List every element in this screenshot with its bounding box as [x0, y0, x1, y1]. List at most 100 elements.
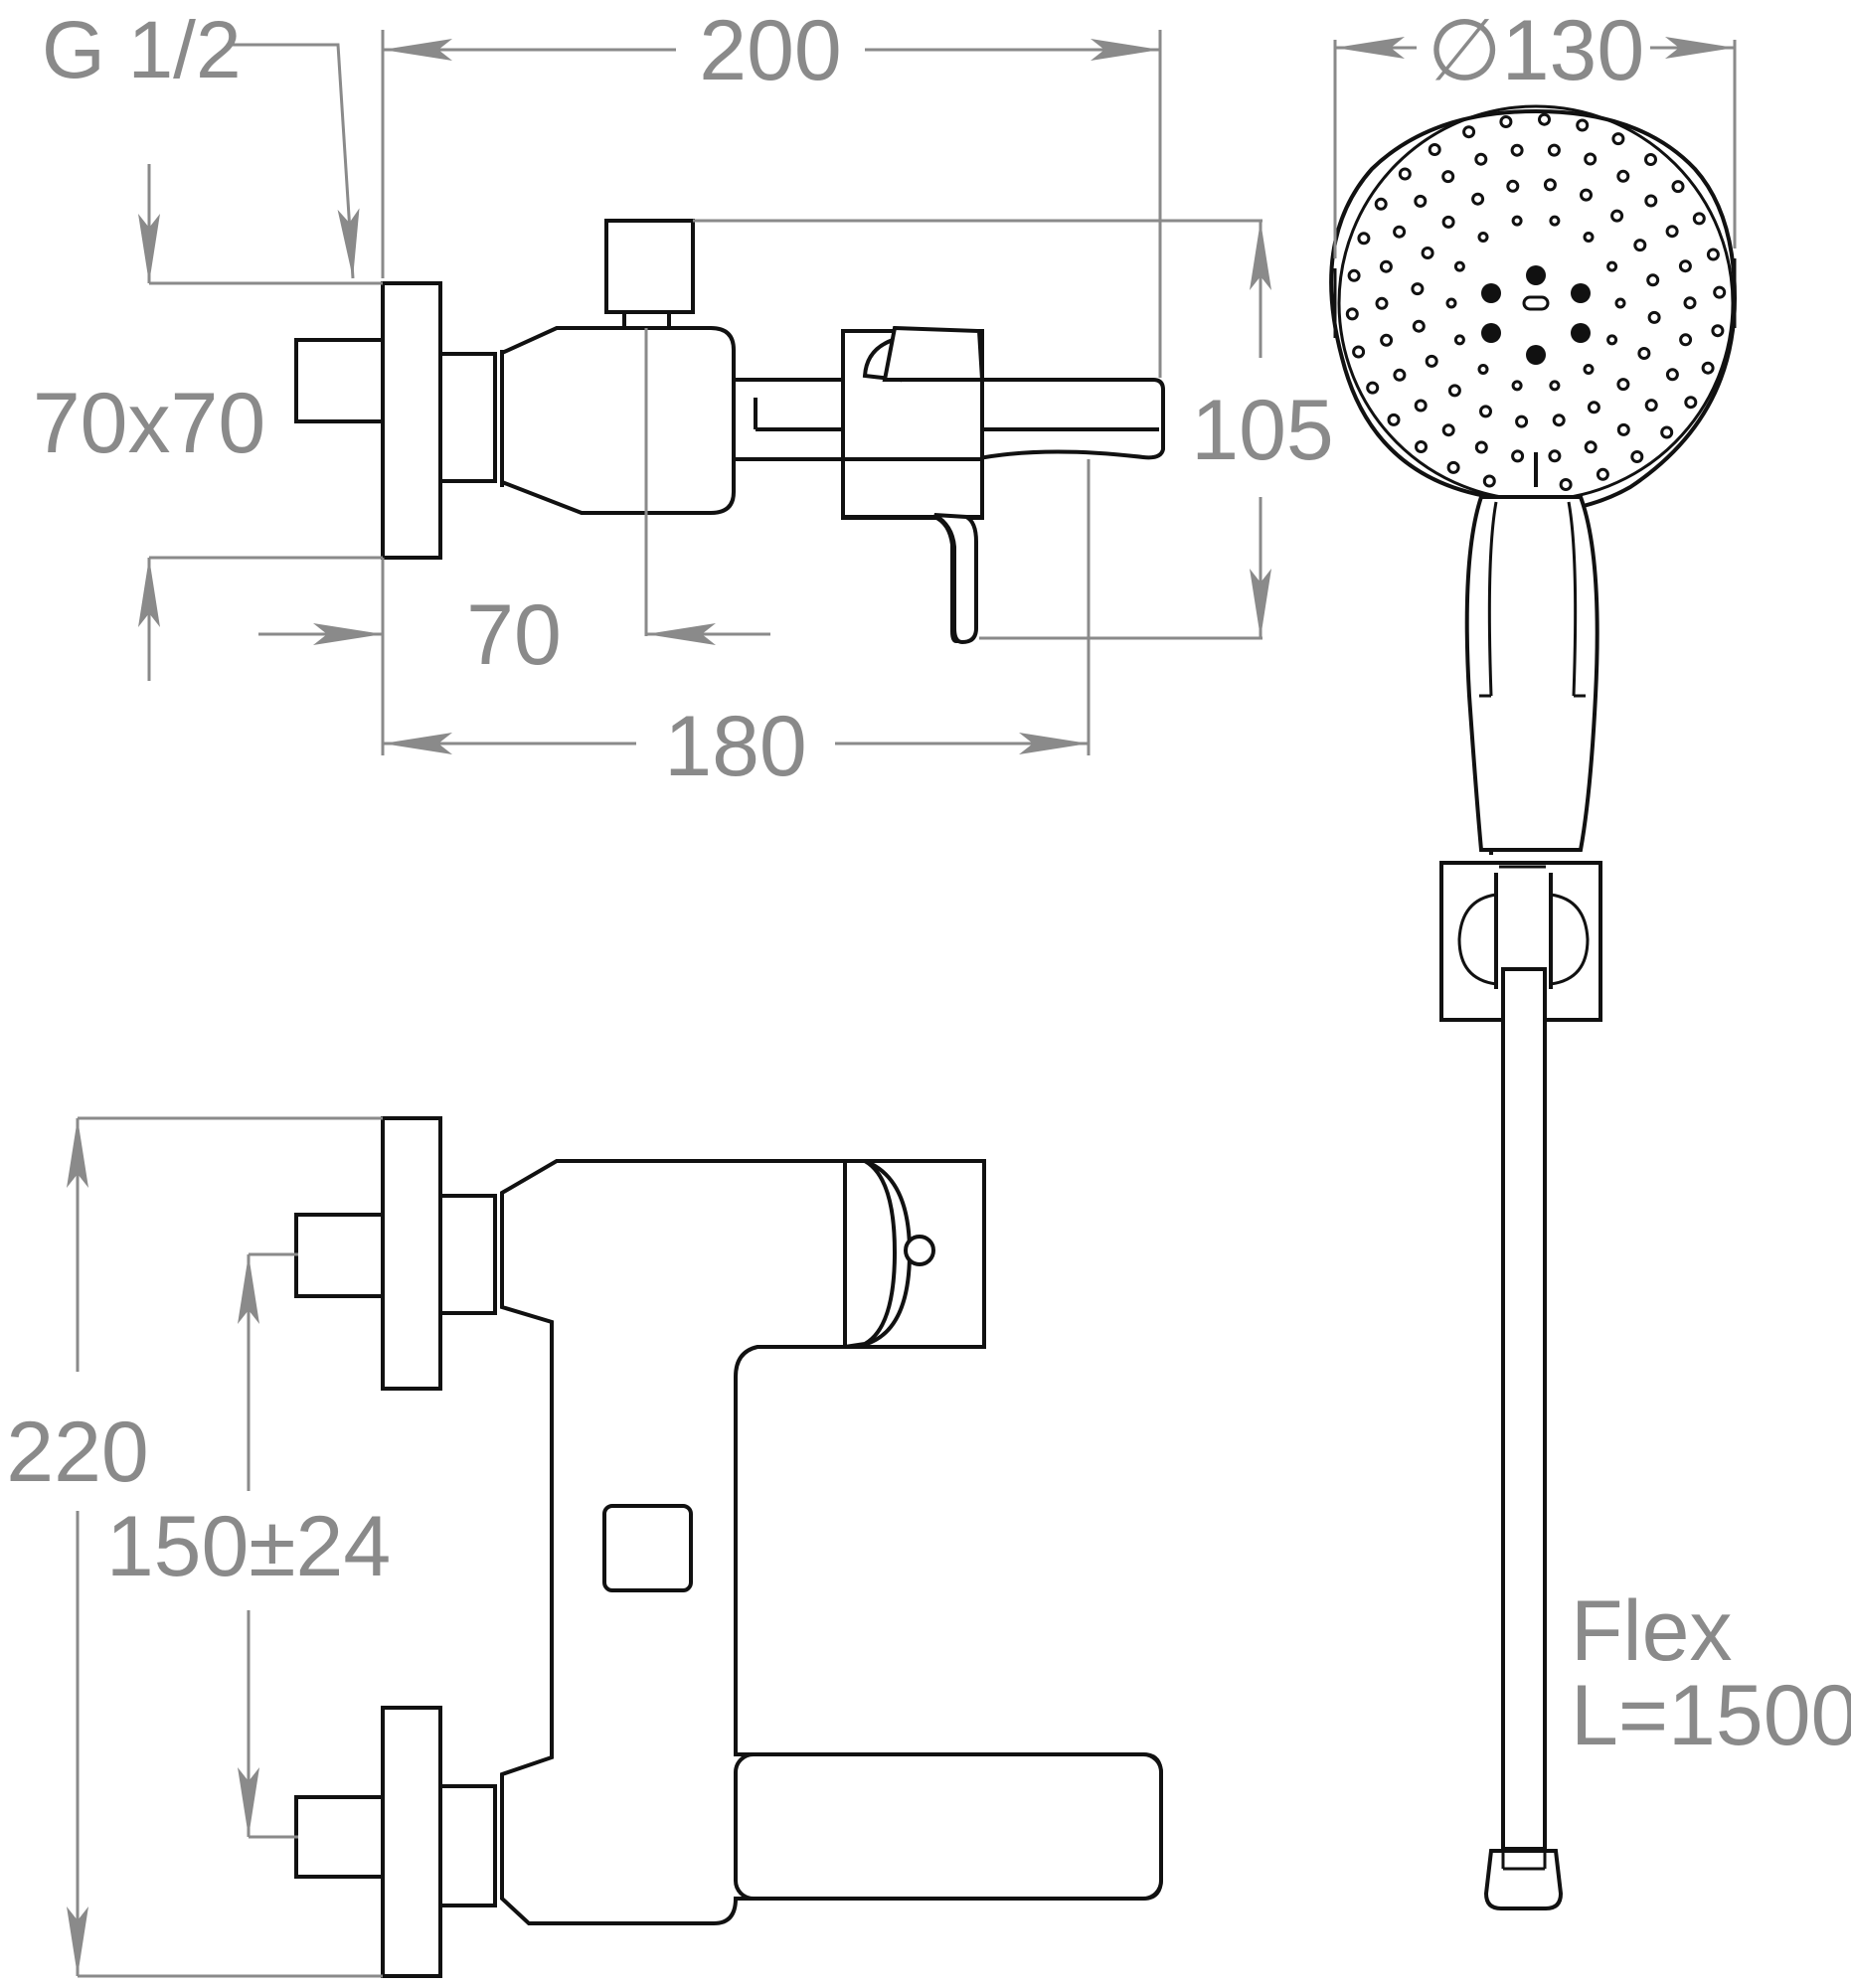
lower-wall-connector — [294, 1795, 388, 1879]
shower-nozzles — [1345, 112, 1727, 491]
spray-nozzle-small — [1471, 192, 1485, 206]
head-diameter-label: ∅130 — [1428, 3, 1644, 98]
shower-head — [1329, 108, 1738, 514]
spray-nozzle-small — [1580, 188, 1593, 202]
spray-nozzle-small — [1510, 143, 1524, 157]
body-cap — [602, 1504, 693, 1592]
spray-nozzle-small — [1425, 354, 1438, 368]
width-200-label: 200 — [699, 3, 842, 98]
spray-nozzle-small — [1453, 260, 1465, 272]
spray-nozzle-small — [1511, 449, 1525, 463]
spray-nozzle-small — [1411, 282, 1425, 296]
spray-nozzle-small — [1701, 361, 1715, 375]
spray-nozzle-small — [1446, 460, 1460, 474]
spray-nozzle-small — [1559, 478, 1573, 491]
spray-nozzle-small — [1616, 378, 1630, 392]
spray-nozzle-small — [1441, 423, 1455, 437]
spray-nozzle-small — [1412, 319, 1426, 333]
spray-nozzle-small — [1647, 310, 1661, 324]
spray-nozzle-small — [1511, 215, 1523, 227]
spray-nozzle-small — [1671, 180, 1685, 194]
spray-nozzle-small — [1678, 259, 1692, 273]
spray-nozzle-small — [1506, 179, 1520, 193]
spray-nozzle-small — [1660, 425, 1674, 439]
spray-nozzle-small — [1447, 384, 1461, 398]
spray-nozzle-small — [1713, 285, 1727, 299]
spray-nozzle-small — [1576, 118, 1590, 132]
spray-nozzle-small — [1606, 260, 1618, 272]
spray-nozzle-small — [1511, 380, 1523, 392]
spray-nozzle-small — [1414, 399, 1428, 413]
spray-nozzle-small — [1477, 232, 1489, 243]
spray-nozzle-small — [1474, 440, 1488, 454]
spray-nozzle-large — [1526, 265, 1546, 285]
spray-nozzle-small — [1345, 307, 1359, 321]
flange-plate — [381, 281, 442, 560]
spray-nozzle-small — [1644, 194, 1658, 208]
spray-nozzle-small — [1357, 232, 1371, 246]
side-view-dimensions: G 1/2 200 70x70 70 180 105 — [33, 3, 1334, 794]
spray-nozzle-small — [1352, 345, 1366, 359]
spray-nozzle-small — [1583, 232, 1595, 243]
spray-nozzle-small — [1637, 347, 1651, 360]
depth-70-label: 70 — [466, 587, 562, 683]
front-spout — [734, 1752, 1163, 1901]
spray-nozzle-small — [1665, 225, 1679, 239]
eccentric-nut — [438, 352, 497, 483]
spray-nozzle-small — [1614, 297, 1626, 309]
lower-flange — [381, 1706, 442, 1978]
upper-flange — [381, 1116, 442, 1391]
spray-nozzle-small — [1633, 239, 1647, 252]
lever-front — [843, 1159, 986, 1349]
spray-nozzle-small — [1644, 153, 1657, 166]
spray-nozzle-small — [1679, 333, 1693, 347]
hand-shower — [1329, 104, 1738, 1910]
upper-wall-connector — [294, 1213, 388, 1298]
hose-length-label: L=1500 — [1571, 1668, 1851, 1763]
spray-nozzle-small — [1393, 225, 1407, 239]
hand-shower-dimensions: ∅130 Flex L=1500 — [1333, 3, 1851, 1763]
spray-nozzle-small — [1584, 440, 1598, 454]
spray-nozzle-small — [1415, 440, 1428, 453]
spray-nozzle-small — [1479, 405, 1492, 418]
thread-size-label: G 1/2 — [42, 5, 242, 95]
spray-nozzle-small — [1543, 178, 1557, 192]
spray-nozzle-small — [1414, 194, 1428, 208]
centers-label: 150±24 — [106, 1499, 391, 1594]
spray-nozzle-small — [1587, 401, 1600, 414]
spray-nozzle-small — [1441, 170, 1455, 184]
spray-nozzle-small — [1445, 297, 1457, 309]
spray-nozzle-small — [1665, 368, 1679, 382]
spray-nozzle-small — [1644, 399, 1658, 413]
spray-nozzle-small — [1499, 115, 1513, 128]
spray-nozzle-small — [1347, 268, 1361, 282]
spray-nozzle-small — [1547, 143, 1561, 157]
spray-nozzle-small — [1616, 169, 1630, 183]
spray-nozzle-small — [1374, 197, 1388, 211]
spray-nozzle-small — [1646, 273, 1660, 287]
spray-nozzle-small — [1683, 296, 1697, 310]
front-view — [294, 1116, 1163, 1978]
spray-nozzle-small — [1548, 449, 1562, 463]
spray-nozzle-small — [1453, 334, 1465, 346]
spray-nozzle-small — [1421, 247, 1434, 259]
shower-handle — [1464, 495, 1599, 852]
spray-nozzle-small — [1398, 167, 1412, 181]
spray-nozzle-small — [1549, 380, 1561, 392]
spray-nozzle-large — [1481, 283, 1501, 303]
flex-hose — [1501, 967, 1547, 1851]
front-view-dimensions: 220 150±24 — [6, 1116, 391, 1978]
spray-nozzle-small — [1611, 132, 1625, 146]
wall-connector — [294, 338, 388, 423]
spray-nozzle-small — [1610, 209, 1624, 223]
hose-type-label: Flex — [1571, 1583, 1732, 1679]
spray-nozzle-small — [1711, 324, 1725, 338]
spray-nozzle-small — [1393, 368, 1407, 382]
spray-nozzle-small — [1387, 413, 1401, 426]
spray-nozzle-small — [1482, 474, 1496, 488]
indicator-dot — [904, 1235, 935, 1266]
spray-nozzle-small — [1630, 450, 1644, 463]
mixer-body — [500, 326, 736, 515]
spray-nozzle-small — [1379, 259, 1393, 273]
